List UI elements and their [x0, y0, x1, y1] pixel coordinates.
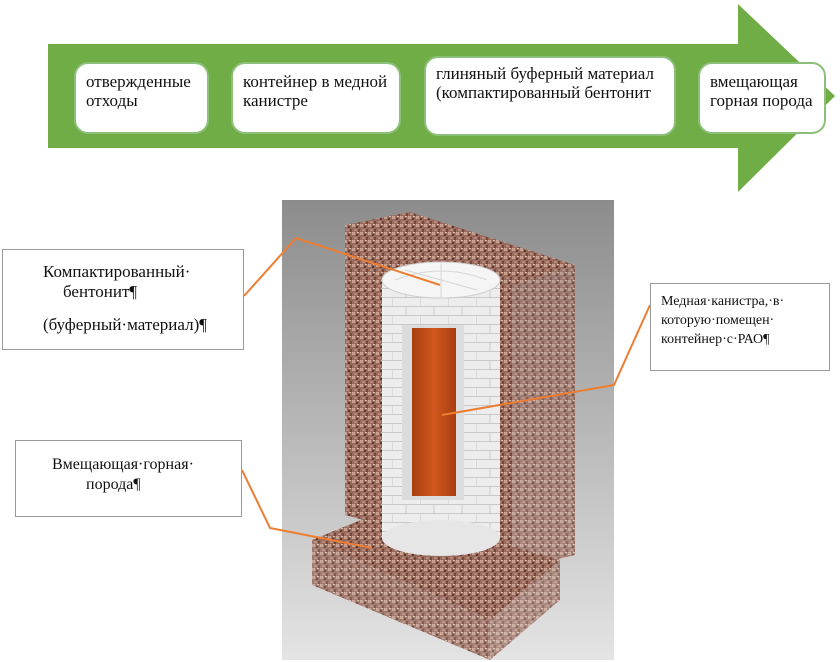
- callout-rock-line2: порода¶: [86, 476, 141, 493]
- callout-bentonite: Компактированный· бентонит¶ (буферный·ма…: [2, 249, 244, 350]
- copper-canister: [412, 328, 456, 496]
- step-clay-buffer: глиняный буферный материал (компактирова…: [424, 56, 676, 136]
- callout-canister-line2: которую·помещен·: [661, 313, 775, 328]
- leader-lines: [241, 236, 651, 549]
- callout-canister-line1: Медная·канистра,·в·: [661, 294, 785, 309]
- callout-bentonite-line2: бентонит¶: [63, 282, 138, 301]
- callout-canister-line3: контейнер·с·РАО¶: [661, 332, 770, 347]
- step-host-rock: вмещающая горная порода: [698, 62, 826, 134]
- callout-rock-line1: Вмещающая·горная·: [52, 456, 194, 473]
- callout-bentonite-line3: (буферный·материал)¶: [43, 315, 207, 334]
- step-copper-canister: контейнер в медной канистре: [231, 62, 401, 134]
- step-solidified-waste: отвержденные отходы: [74, 62, 209, 134]
- callout-rock: Вмещающая·горная· порода¶: [15, 440, 242, 517]
- callout-canister: Медная·канистра,·в· которую·помещен· кон…: [650, 283, 830, 371]
- callout-bentonite-line1: Компактированный·: [43, 262, 191, 281]
